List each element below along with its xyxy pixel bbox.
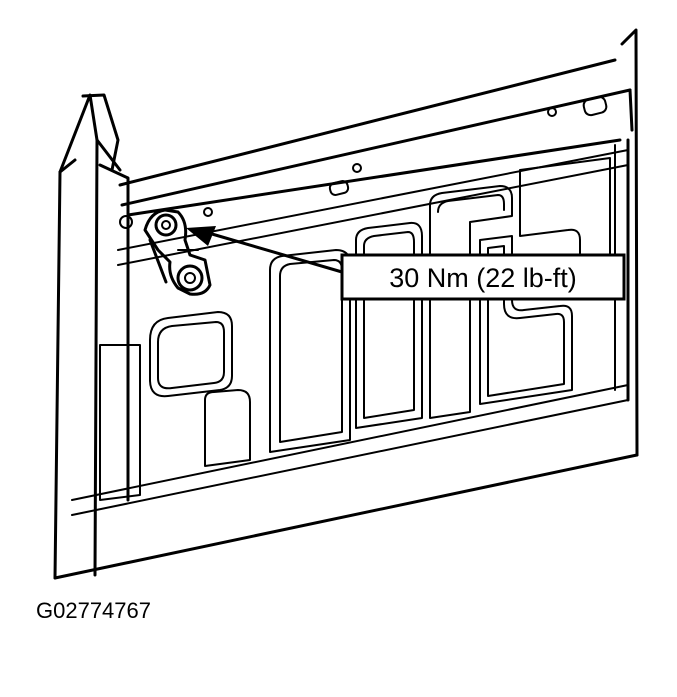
mounting-holes — [119, 95, 608, 229]
panel-embossing — [99, 157, 611, 501]
fastener-bolt-icon — [143, 208, 212, 296]
tailgate-panel-outline — [53, 28, 639, 580]
torque-callout: 30 Nm (22 lb-ft) — [340, 253, 626, 301]
leader-arrow — [186, 226, 344, 274]
torque-label: 30 Nm (22 lb-ft) — [389, 263, 577, 293]
figure-id: G02774767 — [36, 598, 151, 623]
